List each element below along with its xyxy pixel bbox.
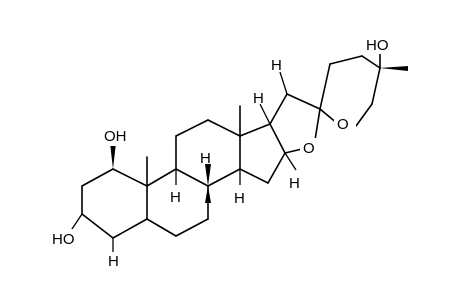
bond [112,218,148,239]
hydrogen-c16: H [289,175,300,192]
bond [314,108,321,141]
hash-bond [259,103,271,125]
hydroxyl-c1: OH [104,128,127,145]
bond [371,67,381,105]
bond [146,218,177,237]
hash-bond [284,152,297,171]
hydrogen-c9: H [170,189,181,206]
hydrogen-c20: H [253,90,264,107]
wedge-bond [205,186,211,203]
bond [286,93,321,110]
bond [239,168,269,184]
wedge-bond [380,66,408,71]
wedge-bond [110,143,116,169]
bond [329,55,363,65]
bond [267,152,286,184]
oxygen-atom-pyran: O [337,116,349,133]
bond [319,63,331,110]
bond [284,148,303,154]
bond [175,168,209,187]
oxygen-atom-furan: O [303,140,315,157]
bond [81,213,114,239]
bond [355,103,373,127]
bond [361,55,381,69]
hydrogen-c17: H [271,57,282,74]
hydroxyl-c3: HO [52,231,75,248]
hash-bond [279,71,288,95]
bond [269,123,286,154]
bond [146,168,177,187]
bond [175,218,209,237]
bond [175,119,209,137]
bond [207,168,241,187]
hydroxyl-top: HO [366,37,389,54]
wedge-bond [205,164,211,186]
hydrogen-c5: H [108,253,119,270]
bond [269,93,288,125]
atom-labels: O O HO OH HO H H H H H H H [50,34,397,270]
bond [112,168,148,187]
hydrogen-c8: H [200,150,211,167]
bond [207,119,241,137]
bond [239,123,271,137]
bond [81,168,114,187]
hydrogen-c14: H [234,190,245,207]
